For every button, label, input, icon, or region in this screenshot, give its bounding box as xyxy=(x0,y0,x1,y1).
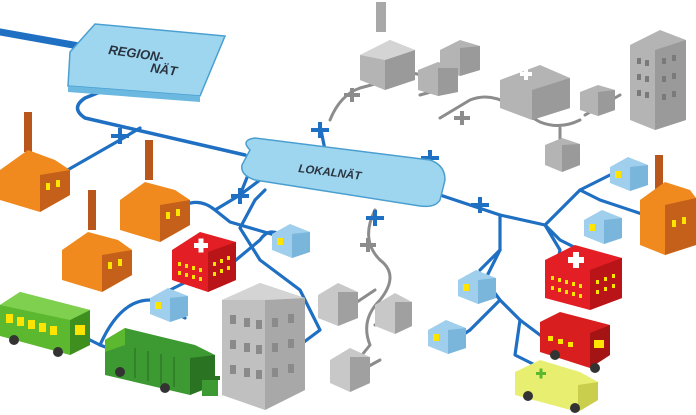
valve-icons xyxy=(111,122,489,226)
house-icon xyxy=(150,288,188,322)
gray-valve-icons xyxy=(344,88,470,252)
gray-house xyxy=(318,283,358,326)
gray-house xyxy=(545,138,580,172)
garbage-truck-icon xyxy=(105,328,215,395)
gray-factory xyxy=(360,2,415,90)
valve-icon xyxy=(344,88,360,102)
valve-icon xyxy=(311,122,329,138)
valve-icon xyxy=(366,210,384,226)
local-network-hub: LOKALNÄT xyxy=(241,137,446,208)
house-icon xyxy=(458,270,496,304)
gray-house xyxy=(375,293,412,334)
factory-icon xyxy=(62,190,132,292)
regional-network-hub: REGION- NÄT xyxy=(67,23,227,102)
house-icon xyxy=(272,224,310,258)
factory-icon xyxy=(0,112,70,212)
factory-icon xyxy=(120,140,190,242)
apartment-block-icon xyxy=(222,283,305,410)
valve-icon xyxy=(360,238,376,252)
gray-house xyxy=(418,62,458,96)
fire-truck-icon xyxy=(540,312,610,373)
house-icon xyxy=(428,320,466,354)
gray-house xyxy=(330,348,370,392)
hospital-icon xyxy=(172,232,236,292)
region-hub-label-line2: NÄT xyxy=(150,60,180,79)
valve-icon xyxy=(111,128,129,144)
valve-icon xyxy=(454,111,470,125)
house-icon xyxy=(610,157,648,191)
hospital-icon xyxy=(545,245,622,310)
gray-apartment-block xyxy=(630,30,686,130)
gray-house xyxy=(580,85,615,116)
bus-icon xyxy=(0,292,90,357)
valve-icon xyxy=(421,150,439,166)
valve-icon xyxy=(471,197,489,213)
valve-icon xyxy=(231,188,249,204)
factory-icon xyxy=(640,155,696,255)
waste-bin-icon xyxy=(200,376,220,396)
house-icon xyxy=(584,210,622,244)
ambulance-icon xyxy=(515,360,598,413)
gray-hospital xyxy=(500,65,570,120)
